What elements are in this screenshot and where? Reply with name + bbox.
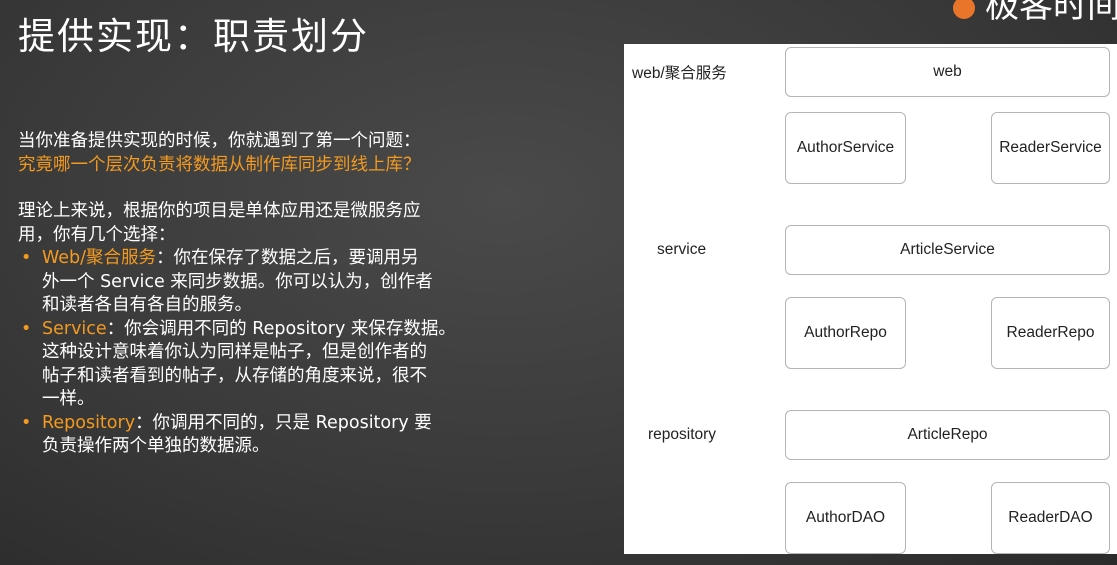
option-text: ：你在保存了数据之后，要调用另	[156, 248, 419, 268]
box-author-repo: AuthorRepo	[785, 297, 906, 369]
option-text: 一样。	[42, 389, 95, 409]
option-text: ：你会调用不同的 Repository 来保存数据。	[106, 318, 456, 339]
option-text: ：你调用不同的，只是 Repository 要	[135, 412, 432, 433]
layer-label-repository: repository	[648, 426, 717, 443]
box-reader-service: ReaderService	[991, 112, 1110, 184]
architecture-diagram: web/聚合服务 service repository web AuthorSe…	[624, 44, 1117, 554]
bullet-dot-icon: •	[21, 412, 32, 433]
option-text: 负责操作两个单独的数据源。	[42, 436, 270, 456]
option-text: 这种设计意味着你认为同样是帖子，但是创作者的	[42, 342, 427, 362]
option-term: Service	[42, 318, 107, 339]
box-reader-dao: ReaderDAO	[991, 482, 1110, 554]
option-service: • Service：你会调用不同的 Repository 来保存数据。 这种设计…	[18, 318, 538, 412]
theory-line-1: 理论上来说，根据你的项目是单体应用还是微服务应	[18, 201, 421, 221]
option-text: 外一个 Service 来同步数据。你可以认为，创作者	[42, 271, 433, 292]
option-repository: • Repository：你调用不同的，只是 Repository 要 负责操作…	[18, 412, 538, 459]
theory-line-2: 用，你有几个选择：	[18, 224, 176, 245]
bullet-dot-icon: •	[21, 248, 32, 268]
brand-logo-icon	[953, 0, 975, 19]
option-list: • Web/聚合服务：你在保存了数据之后，要调用另 外一个 Service 来同…	[18, 247, 538, 459]
option-text: 帖子和读者看到的帖子，从存储的角度来说，很不	[42, 365, 427, 386]
option-web: • Web/聚合服务：你在保存了数据之后，要调用另 外一个 Service 来同…	[18, 247, 538, 318]
brand-logo: 极客时间	[953, 0, 1117, 27]
bullet-dot-icon: •	[21, 318, 32, 339]
box-author-service: AuthorService	[785, 112, 906, 184]
box-reader-repo: ReaderRepo	[991, 297, 1110, 369]
intro-line: 当你准备提供实现的时候，你就遇到了第一个问题：	[18, 131, 421, 151]
box-web: web	[785, 47, 1110, 97]
box-article-service: ArticleService	[785, 225, 1110, 275]
layer-label-web: web/聚合服务	[632, 65, 727, 82]
question-line: 究竟哪一个层次负责将数据从制作库同步到线上库？	[18, 154, 421, 175]
option-text: 和读者各自有各自的服务。	[42, 295, 252, 315]
option-term: Repository	[42, 412, 136, 433]
box-author-dao: AuthorDAO	[785, 482, 906, 554]
box-article-repo: ArticleRepo	[785, 410, 1110, 460]
option-term: Web/聚合服务	[42, 248, 157, 268]
slide-title: 提供实现：职责划分	[18, 15, 369, 58]
layer-label-service: service	[657, 241, 707, 258]
slide-body: 当你准备提供实现的时候，你就遇到了第一个问题： 究竟哪一个层次负责将数据从制作库…	[18, 130, 538, 459]
brand-logo-text: 极客时间	[985, 0, 1117, 26]
